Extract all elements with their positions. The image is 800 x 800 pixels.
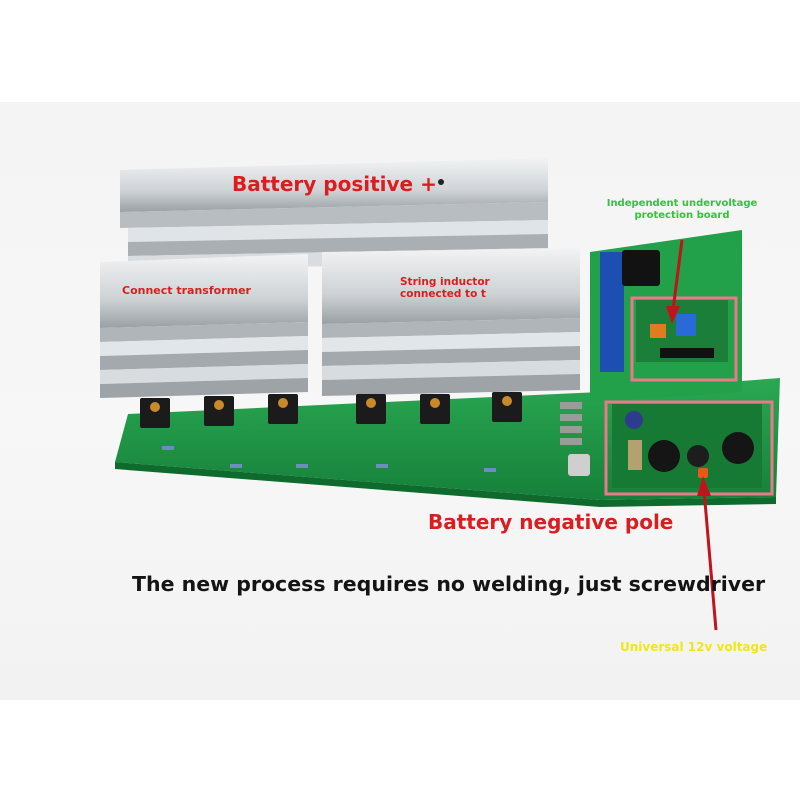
- annotation-arrows: [666, 239, 718, 631]
- connect-transformer-label: Connect transformer: [122, 284, 251, 297]
- battery-positive-label: Battery positive +: [232, 172, 437, 196]
- string-inductor-label: String inductor connected to t: [400, 276, 490, 300]
- product-photo: Battery positive + Connect transformer S…: [0, 102, 800, 700]
- battery-negative-label: Battery negative pole: [428, 510, 674, 534]
- process-note-caption: The new process requires no welding, jus…: [132, 572, 766, 596]
- universal-voltage-label: Universal 12v voltage: [620, 640, 768, 654]
- blue-daughter-board: [600, 252, 624, 372]
- string-inductor-line2: connected to t: [400, 288, 486, 300]
- mosfet-row: [140, 392, 522, 428]
- undervoltage-line2: protection board: [634, 210, 730, 221]
- terminal-block: [622, 250, 660, 286]
- screw-terminals: [560, 402, 590, 476]
- highlight-box-power-module: [604, 400, 774, 496]
- undervoltage-line1: Independent undervoltage: [606, 198, 758, 209]
- string-inductor-line1: String inductor: [400, 276, 490, 288]
- heatsink-left: [100, 254, 308, 398]
- resistors: [162, 446, 496, 472]
- undervoltage-board-label: Independent undervoltage protection boar…: [606, 198, 758, 222]
- heatsink-middle: [322, 248, 580, 396]
- highlight-box-undervoltage: [630, 296, 738, 382]
- inverter-board-illustration: [100, 158, 780, 631]
